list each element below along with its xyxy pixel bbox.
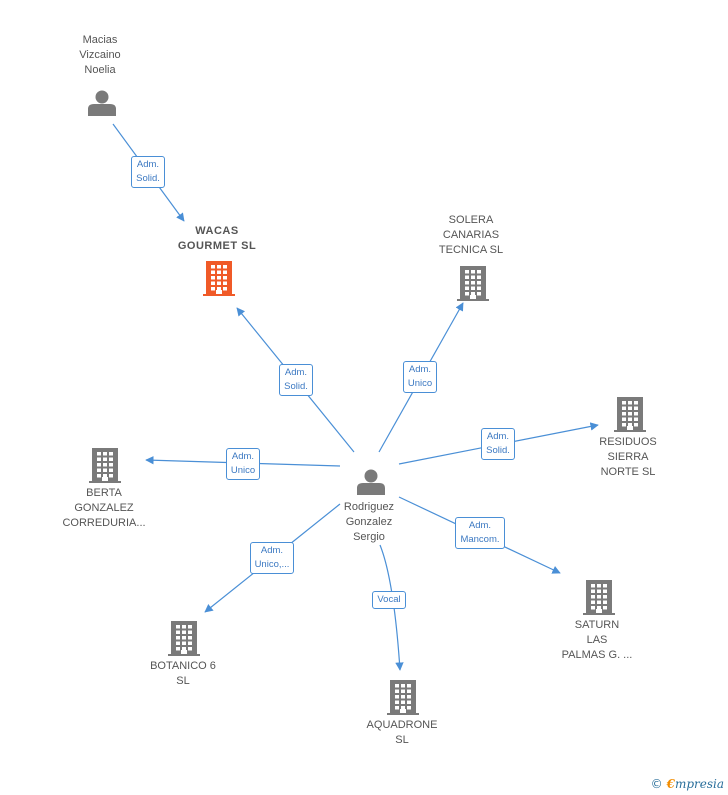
building-icon-saturn[interactable] bbox=[583, 580, 615, 615]
building-icon-aquadrone[interactable] bbox=[387, 680, 419, 715]
building-icon-solera[interactable] bbox=[457, 266, 489, 301]
brand-initial: € bbox=[666, 777, 675, 791]
edge-label-wacas[interactable]: Adm. Solid. bbox=[279, 364, 313, 396]
node-label-aquadrone[interactable]: AQUADRONE SL bbox=[366, 719, 438, 746]
building-icon-berta[interactable] bbox=[89, 448, 121, 483]
building-icon-wacas[interactable] bbox=[203, 261, 235, 296]
building-icon-residuos[interactable] bbox=[614, 397, 646, 432]
node-label-residuos[interactable]: RESIDUOS SIERRA NORTE SL bbox=[599, 436, 657, 478]
edge-label-saturn[interactable]: Adm. Mancom. bbox=[455, 517, 505, 549]
edge-label-botanico[interactable]: Adm. Unico,... bbox=[249, 542, 295, 574]
node-label-botanico[interactable]: BOTANICO 6 SL bbox=[150, 660, 216, 687]
person-icon-rodriguez[interactable] bbox=[357, 469, 385, 496]
edge-label-berta[interactable]: Adm. Unico bbox=[225, 448, 261, 480]
edge-label-solera[interactable]: Adm. Unico bbox=[402, 361, 438, 393]
brand-name: mpresia bbox=[674, 777, 724, 791]
building-icon-botanico[interactable] bbox=[168, 621, 200, 656]
node-label-rodriguez[interactable]: Rodriguez Gonzalez Sergio bbox=[343, 501, 395, 543]
empresia-logo: ©€mpresia bbox=[651, 777, 724, 791]
node-label-berta[interactable]: BERTA GONZALEZ CORREDURIA... bbox=[62, 487, 146, 529]
edge-label-aquadrone[interactable]: Vocal bbox=[372, 591, 406, 609]
node-label-saturn[interactable]: SATURN LAS PALMAS G. ... bbox=[561, 619, 633, 661]
edge-label-wacas[interactable]: Adm. Solid. bbox=[131, 156, 165, 188]
node-label-solera[interactable]: SOLERA CANARIAS TECNICA SL bbox=[438, 214, 504, 256]
person-icon-macias[interactable] bbox=[88, 90, 116, 117]
node-label-macias[interactable]: Macias Vizcaino Noelia bbox=[79, 34, 121, 76]
node-label-wacas[interactable]: WACAS GOURMET SL bbox=[177, 225, 257, 252]
edge-label-residuos[interactable]: Adm. Solid. bbox=[481, 428, 515, 460]
copyright-symbol: © bbox=[650, 777, 663, 791]
